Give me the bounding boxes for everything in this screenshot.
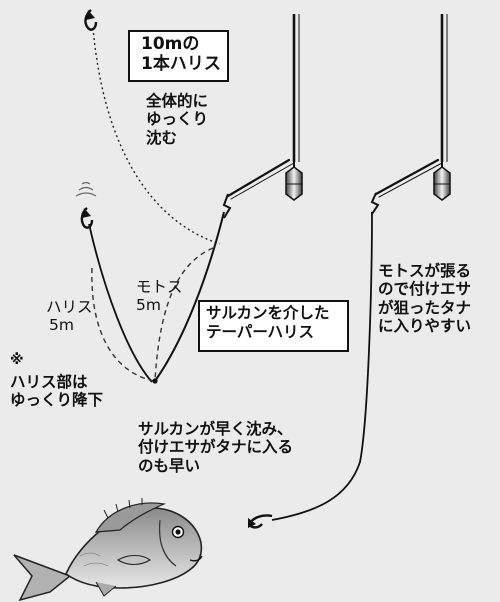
swivel-note-line3: のも早い — [138, 456, 201, 475]
right-tensioned-line — [271, 211, 373, 521]
tapered-leader-box-line1: サルカンを介した — [206, 304, 330, 322]
tension-note: モトスが張る ので付けエサ が狙ったタナ に入りやすい — [378, 262, 471, 335]
haris-dashed-line — [91, 267, 155, 382]
single-leader-box: 10mの 1本ハリス — [128, 30, 229, 82]
motos-solid-line — [154, 211, 225, 382]
slow-sink-note-line2: ゆっくり — [146, 110, 209, 129]
motos-label-line2: 5m — [136, 296, 161, 315]
bottom-swivel — [152, 378, 158, 384]
top-hook-icon — [84, 9, 98, 31]
slow-sink-note-line1: 全体的に — [146, 92, 209, 110]
bottom-hook-icon — [248, 514, 273, 529]
tapered-leader-box-line2: テーパーハリス — [206, 322, 315, 341]
right-rod-line — [440, 14, 448, 162]
tension-note-line3: が狙ったタナ — [378, 298, 472, 317]
left-main-line — [226, 158, 295, 200]
left-float — [285, 160, 303, 201]
haris-solid-line — [88, 223, 153, 383]
motos-length-label: モトス 5m — [136, 278, 183, 315]
single-leader-box-line1: 10mの — [141, 34, 200, 54]
slow-sink-note-line3: 沈む — [146, 128, 178, 147]
left-swivel — [222, 193, 232, 219]
middle-hook-icon — [75, 181, 97, 229]
slow-sink-note: 全体的に ゆっくり 沈む — [146, 92, 208, 147]
note-asterisk: ※ — [10, 352, 24, 368]
swivel-note-line1: サルカンが早く沈み、 — [138, 420, 293, 438]
sea-bream-fish-illustration — [13, 498, 203, 602]
right-main-line — [374, 158, 443, 198]
left-rod-line — [292, 14, 300, 162]
tension-note-line2: ので付けエサ — [378, 280, 472, 299]
haris-slow-descent-note: ハリス部は ゆっくり降下 — [10, 373, 103, 410]
motos-label-line1: モトス — [136, 278, 183, 296]
haris-label-line2: 5m — [49, 316, 74, 335]
haris-slow-note-line1: ハリス部は — [10, 373, 88, 391]
single-leader-box-line2: 1本ハリス — [141, 54, 221, 75]
tension-note-line4: に入りやすい — [378, 316, 472, 335]
swivel-note-line2: 付けエサがタナに入る — [138, 438, 294, 457]
haris-length-label: ハリス 5m — [46, 298, 93, 335]
swivel-fast-sink-note: サルカンが早く沈み、 付けエサがタナに入る のも早い — [138, 420, 293, 475]
haris-label-line1: ハリス — [46, 298, 93, 316]
motos-dashed-line — [154, 247, 214, 381]
tapered-leader-box: サルカンを介した テーパーハリス — [198, 300, 349, 352]
tension-note-line1: モトスが張る — [378, 262, 472, 280]
right-float — [433, 160, 451, 201]
haris-slow-note-line2: ゆっくり降下 — [10, 391, 104, 410]
right-swivel — [370, 192, 380, 215]
